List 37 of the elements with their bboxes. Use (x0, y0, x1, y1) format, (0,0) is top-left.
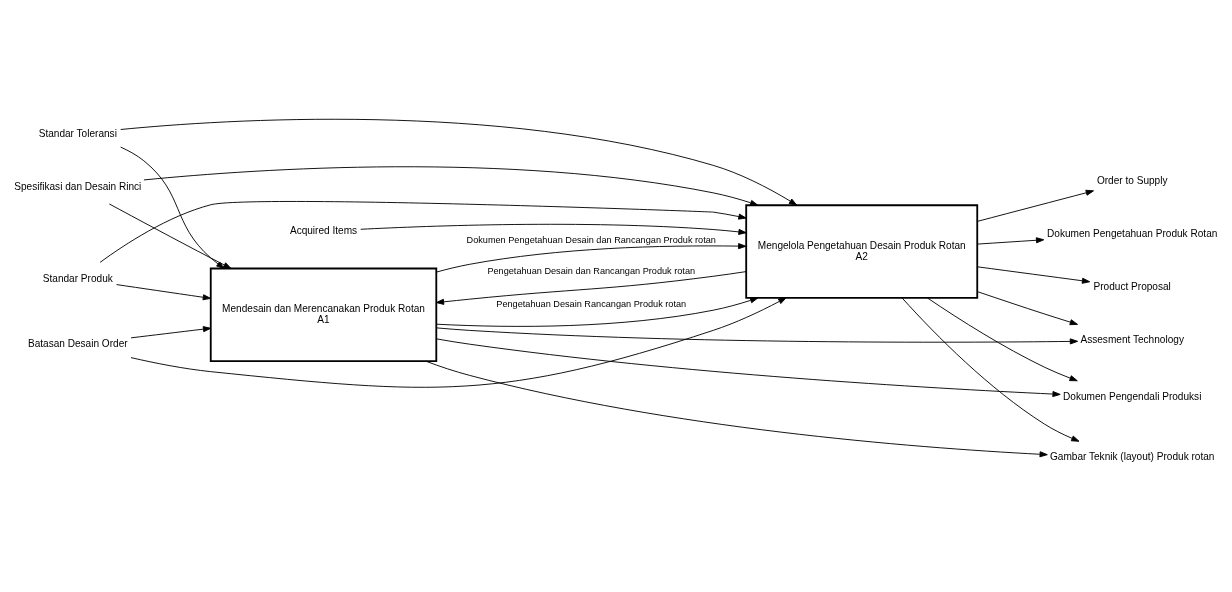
node-text: Dokumen Pengetahuan Produk Rotan (1047, 227, 1218, 239)
arrow (360, 223, 747, 235)
arrow (976, 237, 1045, 245)
node-box: Mendesain dan Merencanakan Produk Rotan A1 (209, 267, 438, 362)
node-text: Batasan Desain Order (27, 337, 128, 349)
edge-label: Pengetahuan Desain dan Rancangan Produk rotan (487, 265, 696, 276)
node-text: Assesment Technology (1080, 334, 1184, 346)
arrow (120, 118, 798, 206)
arrow (436, 327, 1079, 345)
node-text: Spesifikasi dan Desain Rinci (14, 180, 142, 192)
arrow (436, 297, 759, 327)
node-text: Gambar Teknik (layout) Produk rotan (1049, 451, 1215, 463)
arrow (99, 201, 747, 263)
arrow (436, 243, 747, 273)
edge-label: Pengetahuan Desain Rancangan Produk rotan (496, 299, 687, 310)
arrow (108, 203, 232, 269)
node-text: Acquired Items (289, 224, 358, 236)
node-text: Standar Toleransi (38, 127, 117, 139)
arrow (425, 360, 1048, 458)
node-box: Mengelola Pengetahuan Desain Produk Rotan A2 (745, 204, 979, 299)
arrow (976, 266, 1091, 284)
arrow (436, 338, 1061, 398)
arrow (901, 297, 1080, 442)
arrow (977, 291, 1078, 326)
node-text: Standar Produk (42, 272, 113, 284)
arrow (130, 326, 212, 339)
node-text: Product Proposal (1093, 280, 1171, 292)
node-text: Order to Supply (1096, 174, 1168, 186)
arrow (926, 297, 1078, 382)
arrow (435, 271, 747, 305)
arrow (143, 166, 759, 206)
arrow (116, 284, 211, 301)
edge-label: Dokumen Pengetahuan Desain dan Rancangan Produk rotan (466, 235, 716, 246)
node-text: Dokumen Pengendali Produksi (1063, 390, 1202, 402)
arrow (120, 146, 225, 269)
arrow (976, 189, 1094, 222)
arrow (130, 297, 787, 388)
